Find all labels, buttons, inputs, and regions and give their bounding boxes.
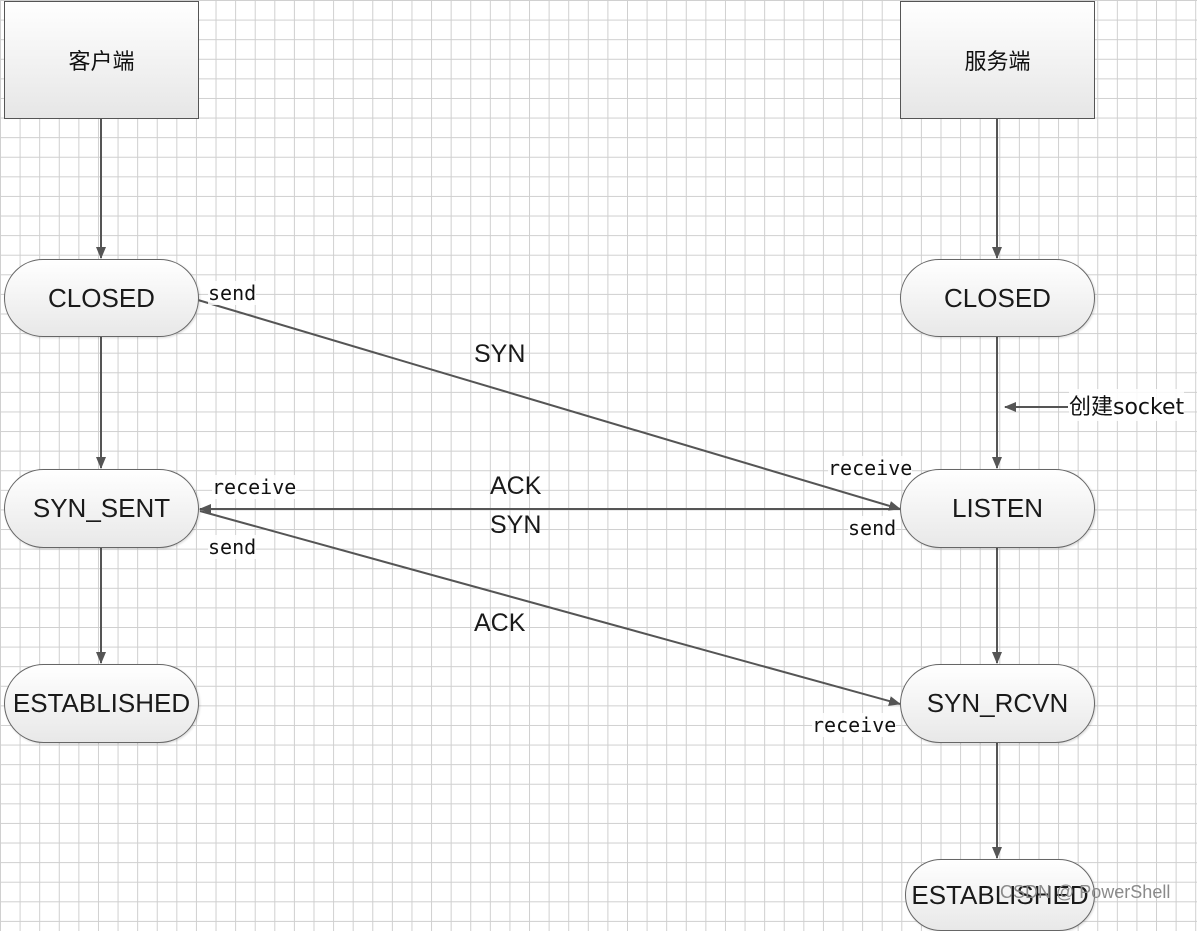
client-state-syn-sent: SYN_SENT xyxy=(4,469,199,548)
message-syn-1-arrow xyxy=(197,299,901,511)
message-ack-3-arrow xyxy=(199,510,901,706)
edges-layer xyxy=(96,119,1068,859)
server-state-listen-label: LISTEN xyxy=(951,493,1044,523)
server-send-label-2: send xyxy=(848,516,897,540)
message-ack-3-label: ACK xyxy=(474,609,526,637)
server-state-syn-rcvn-label: SYN_RCVN xyxy=(926,688,1069,718)
client-receive-label-2: receive xyxy=(212,475,297,499)
client-state-established-label: ESTABLISHED xyxy=(12,688,191,718)
server-receive-label-3: receive xyxy=(812,713,897,737)
diagram-canvas: 客户端 服务端 CLOSED SYN_SENT ESTABLISHED CLOS… xyxy=(4,1,1185,931)
client-send-label-1: send xyxy=(208,281,257,305)
server-state-established-label: ESTABLISHED xyxy=(911,880,1089,910)
server-header: 服务端 xyxy=(900,1,1095,119)
client-state-closed: CLOSED xyxy=(4,259,199,337)
message-syn-2-label: SYN xyxy=(490,511,542,539)
client-title: 客户端 xyxy=(68,50,135,75)
server-state-syn-rcvn: SYN_RCVN xyxy=(900,664,1095,743)
server-title: 服务端 xyxy=(964,50,1031,75)
client-state-closed-label: CLOSED xyxy=(48,282,155,313)
message-ack-2-label: ACK xyxy=(490,472,542,500)
server-state-listen: LISTEN xyxy=(900,469,1095,548)
server-state-closed: CLOSED xyxy=(900,259,1095,337)
create-socket-label: 创建socket xyxy=(1069,389,1185,421)
client-state-syn-sent-label: SYN_SENT xyxy=(32,493,171,523)
server-state-closed-label: CLOSED xyxy=(944,282,1051,313)
client-header: 客户端 xyxy=(4,1,199,119)
server-receive-label-1: receive xyxy=(828,456,913,480)
client-state-established: ESTABLISHED xyxy=(4,664,199,743)
message-syn-1-label: SYN xyxy=(474,340,526,368)
client-send-label-3: send xyxy=(208,535,257,559)
watermark: CSDN @ PowerShell xyxy=(1000,882,1171,902)
